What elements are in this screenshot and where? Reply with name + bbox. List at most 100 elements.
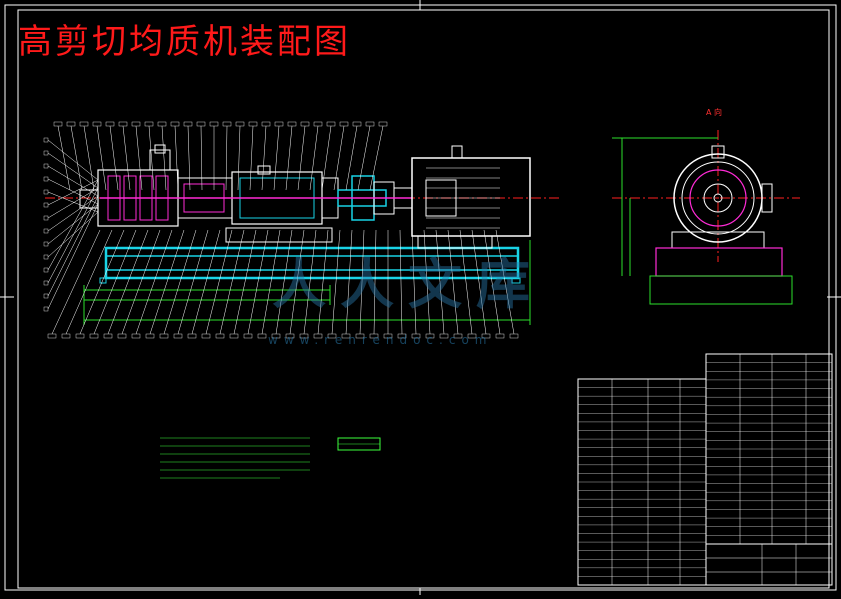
callout-leader xyxy=(261,229,281,335)
base-frame xyxy=(104,246,520,280)
callout-number xyxy=(327,333,337,339)
callout-number xyxy=(117,333,127,339)
callout-number xyxy=(43,280,49,286)
callout-number xyxy=(274,121,284,127)
callout-number xyxy=(355,333,365,339)
callout-number xyxy=(66,121,76,127)
callout-leader xyxy=(411,229,417,335)
callout-leader xyxy=(321,125,332,191)
callout-leader xyxy=(93,229,137,335)
callout-leader xyxy=(435,229,445,335)
callout-leader xyxy=(303,229,317,335)
callout-leader xyxy=(200,125,203,191)
callout-number xyxy=(131,333,141,339)
callout-leader xyxy=(177,229,209,335)
callout-number xyxy=(43,176,49,182)
side-lifting-eye xyxy=(711,145,725,159)
callout-number xyxy=(75,333,85,339)
callout-leader xyxy=(47,191,99,213)
callout-leader xyxy=(459,229,473,335)
callout-number xyxy=(215,333,225,339)
callout-leader xyxy=(161,125,167,191)
base-foot-right xyxy=(511,277,521,284)
callout-number xyxy=(425,333,435,339)
callout-number xyxy=(92,121,102,127)
motor-foot xyxy=(417,235,493,249)
motor-shaft-center xyxy=(713,193,723,203)
callout-number xyxy=(201,333,211,339)
callout-number xyxy=(365,121,375,127)
callout-leader xyxy=(47,187,99,284)
callout-leader xyxy=(122,125,131,191)
callout-leader xyxy=(219,229,245,335)
callout-leader xyxy=(174,125,179,191)
callout-number xyxy=(61,333,71,339)
callout-leader xyxy=(495,229,515,335)
callout-leader xyxy=(187,125,191,191)
callout-leader xyxy=(47,187,99,219)
callout-leader xyxy=(57,125,71,191)
callout-number xyxy=(47,333,57,339)
callout-number xyxy=(43,293,49,299)
callout-number xyxy=(411,333,421,339)
callout-leader xyxy=(47,203,99,245)
callout-leader xyxy=(135,229,173,335)
callout-leader xyxy=(261,125,267,191)
motor-body xyxy=(411,157,531,237)
callout-leader xyxy=(163,229,197,335)
callout-number xyxy=(131,121,141,127)
callout-leader xyxy=(205,229,233,335)
callout-number xyxy=(145,333,155,339)
callout-leader xyxy=(47,165,99,197)
callout-leader xyxy=(47,179,99,206)
side-terminal-box xyxy=(761,183,773,213)
callout-number xyxy=(53,121,63,127)
callout-leader xyxy=(70,125,83,191)
callout-number xyxy=(313,121,323,127)
callout-leader xyxy=(275,229,293,335)
callout-leader xyxy=(237,125,241,191)
callout-leader xyxy=(65,229,113,335)
callout-number xyxy=(285,333,295,339)
callout-number xyxy=(299,333,309,339)
bracket-support xyxy=(225,227,333,243)
callout-number xyxy=(287,121,297,127)
callout-number xyxy=(467,333,477,339)
callout-leader xyxy=(289,229,305,335)
callout-number xyxy=(103,333,113,339)
callout-leader xyxy=(225,125,228,191)
callout-leader xyxy=(47,211,99,258)
callout-number xyxy=(173,333,183,339)
callout-leader xyxy=(333,125,345,191)
callout-number xyxy=(43,150,49,156)
callout-number xyxy=(105,121,115,127)
callout-leader xyxy=(359,229,365,335)
callout-leader xyxy=(96,125,107,191)
callout-leader xyxy=(331,229,341,335)
callout-leader xyxy=(135,125,143,191)
callout-leader xyxy=(191,229,221,335)
callout-number xyxy=(89,333,99,339)
callout-leader xyxy=(247,229,269,335)
callout-leader xyxy=(47,179,99,271)
motor-hub xyxy=(703,183,733,213)
callout-number xyxy=(439,333,449,339)
callout-leader xyxy=(149,229,185,335)
motor-lifting-eye xyxy=(451,145,463,159)
watermark-url: www.renrendoc.com xyxy=(268,333,493,347)
motor-terminal-box xyxy=(425,179,457,217)
callout-leader xyxy=(47,195,99,232)
callout-number xyxy=(383,333,393,339)
callout-number xyxy=(43,202,49,208)
callout-leader xyxy=(47,195,99,297)
callout-number xyxy=(481,333,491,339)
callout-number xyxy=(261,121,271,127)
callout-number xyxy=(144,121,154,127)
callout-leader xyxy=(233,229,257,335)
drawing-title: 高剪切均质机装配图 xyxy=(18,22,351,62)
callout-leader xyxy=(51,229,101,335)
callout-leader xyxy=(297,125,306,191)
callout-number xyxy=(118,121,128,127)
callout-leader xyxy=(317,229,329,335)
callout-number xyxy=(453,333,463,339)
